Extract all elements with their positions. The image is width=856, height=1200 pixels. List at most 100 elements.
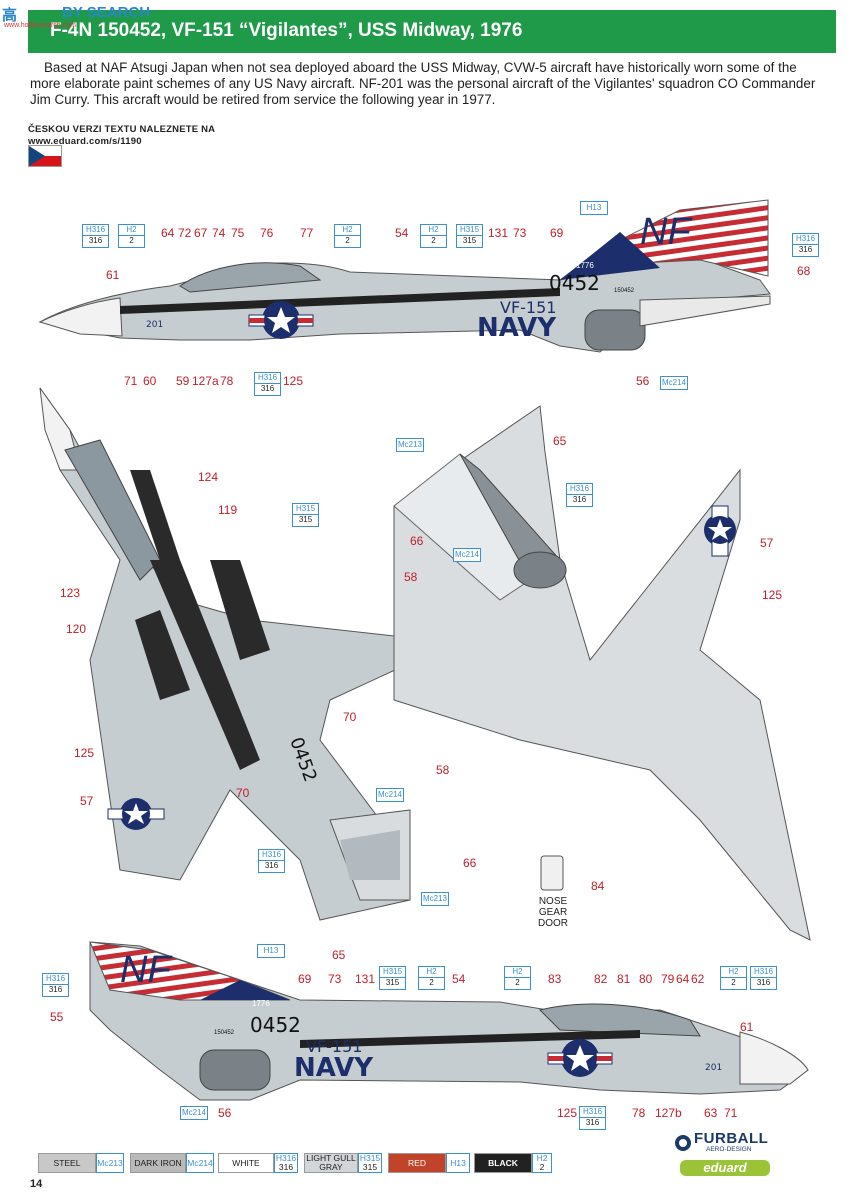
callout: 59: [176, 374, 190, 388]
callout: 69: [550, 226, 564, 240]
legend-swatch-light-gull-gray: LIGHT GULL GRAY: [304, 1153, 358, 1173]
callout: 74: [212, 226, 226, 240]
callout: 76: [260, 226, 274, 240]
callout: 54: [452, 972, 466, 986]
callout: 125: [283, 374, 304, 388]
tail-year-bottom: 1776: [252, 999, 270, 1008]
watermark-url: www.hobbysearch.com: [4, 22, 76, 29]
nose-gear-door-shape: [540, 855, 564, 891]
side-profile-left: [38, 199, 771, 353]
callout: 125: [74, 746, 95, 760]
callout: 79: [661, 972, 675, 986]
callout: 67: [194, 226, 208, 240]
czech-line1: ČESKOU VERZI TEXTU NALEZNETE NA: [28, 124, 216, 135]
legend-code: H13: [446, 1153, 470, 1173]
callout: 82: [594, 972, 608, 986]
callout: 57: [760, 536, 774, 550]
paint-box: Mc213: [396, 438, 424, 452]
callout: 64: [161, 226, 175, 240]
paint-box: H13: [257, 944, 285, 958]
callout: 70: [343, 710, 357, 724]
callout: 58: [404, 570, 418, 584]
nose-number-top: 201: [146, 320, 163, 330]
legend-swatch-red: RED: [388, 1153, 446, 1173]
callout: 65: [553, 434, 567, 448]
callout: 54: [395, 226, 409, 240]
callout: 131: [355, 972, 376, 986]
squadron-top: VF-151: [500, 298, 556, 317]
callout: 61: [106, 268, 120, 282]
legend-swatch-black: BLACK: [474, 1153, 532, 1173]
callout: 119: [218, 503, 238, 517]
callout: 60: [143, 374, 157, 388]
bottom-view: [393, 405, 811, 941]
page-number: 14: [30, 1178, 43, 1190]
callout: 125: [557, 1106, 578, 1120]
watermark-cn: 高: [2, 6, 18, 24]
watermark-logo: 高 BY SEARCH www.hobbysearch.com: [0, 0, 160, 29]
callout: 73: [328, 972, 342, 986]
callout: 64: [676, 972, 690, 986]
callout: 84: [591, 879, 605, 893]
callout: 71: [724, 1106, 738, 1120]
top-view: [39, 387, 461, 921]
navy-bottom: NAVY: [294, 1053, 374, 1083]
callout: 78: [220, 374, 234, 388]
paint-box: Mc214: [453, 548, 481, 562]
callout: 68: [797, 264, 811, 278]
bureau-bottom: 150452: [214, 1030, 235, 1036]
nose-gear-door-label: NOSE GEAR DOOR: [538, 896, 568, 929]
modex-bottom: 0452: [250, 1013, 301, 1037]
eduard-logo: eduard: [680, 1160, 770, 1176]
callout: 80: [639, 972, 653, 986]
furball-logo: FURBALL AERO-DESIGN: [674, 1128, 778, 1160]
czech-version-note: ČESKOU VERZI TEXTU NALEZNETE NA www.edua…: [28, 124, 215, 148]
callout: 55: [50, 1010, 64, 1024]
czech-flag-icon: [28, 145, 62, 167]
paint-box: Mc214: [660, 376, 688, 390]
page-title: F-4N 150452, VF-151 “Vigilantes”, USS Mi…: [50, 20, 523, 41]
callout: 62: [691, 972, 705, 986]
tail-code-bottom: NF: [120, 949, 172, 991]
callout: 83: [548, 972, 562, 986]
callout: 78: [632, 1106, 646, 1120]
legend-swatch-steel: STEEL: [38, 1153, 96, 1173]
callout: 120: [66, 622, 87, 636]
navy-top: NAVY: [477, 313, 557, 343]
tail-year-top: 1776: [576, 261, 594, 270]
callout: 125: [762, 588, 783, 602]
callout: 56: [218, 1106, 232, 1120]
callout: 58: [436, 763, 450, 777]
callout: 75: [231, 226, 245, 240]
callout: 81: [617, 972, 631, 986]
callout: 71: [124, 374, 138, 388]
intro-text: Based at NAF Atsugi Japan when not sea d…: [30, 60, 816, 107]
modex-top: 0452: [549, 271, 600, 295]
title-bar: F-4N 150452, VF-151 “Vigilantes”, USS Mi…: [28, 10, 836, 53]
czech-link[interactable]: www.eduard.com/s/1190: [28, 136, 142, 147]
legend-swatch-white: WHITE: [218, 1153, 274, 1173]
callout: 131: [488, 226, 509, 240]
callout: 70: [236, 786, 250, 800]
callout: 123: [60, 586, 81, 600]
